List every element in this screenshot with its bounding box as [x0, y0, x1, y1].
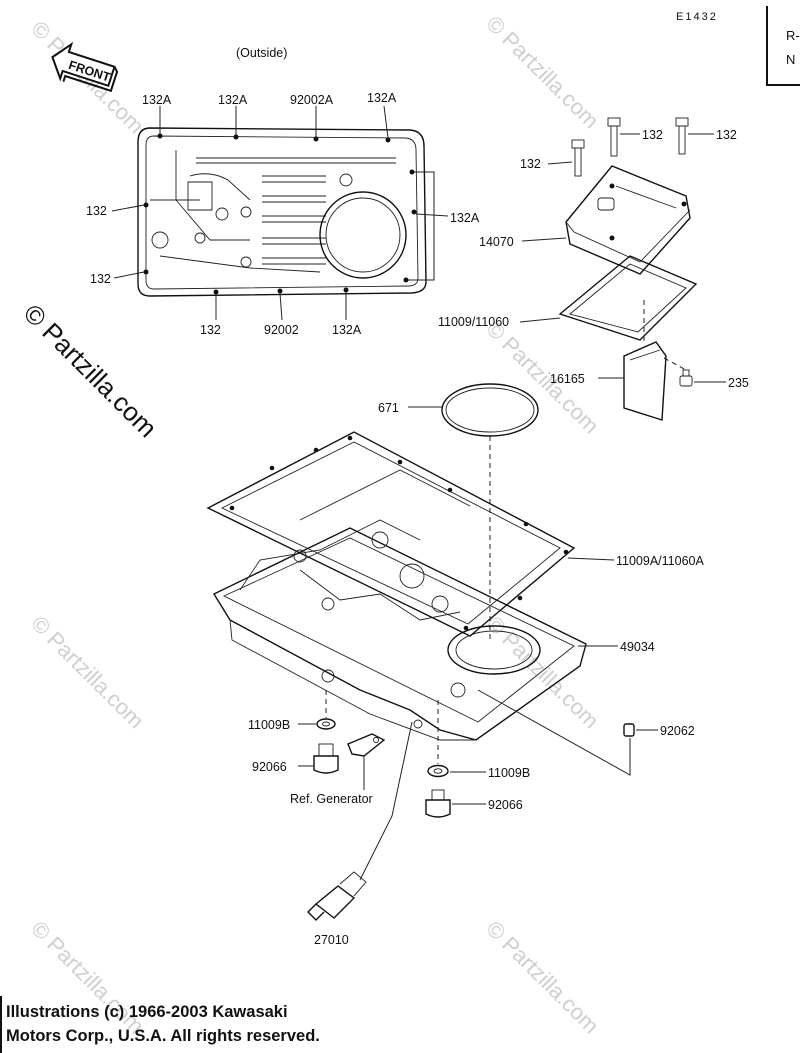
drain-plug-left	[313, 743, 339, 774]
drain-washer-left	[316, 718, 336, 730]
callout-11009-11060: 11009/11060	[438, 315, 509, 329]
ref-generator-clamp	[347, 733, 386, 757]
plug-92062	[623, 723, 635, 737]
callout-132: 132	[90, 272, 111, 286]
breather-gasket	[558, 255, 698, 341]
callout-49034: 49034	[620, 640, 655, 654]
callout-92062: 92062	[660, 724, 695, 738]
callout-132A: 132A	[450, 211, 480, 225]
diagram-code: E1432	[676, 11, 718, 23]
callout-14070: 14070	[479, 235, 514, 249]
leader-lines-upper	[111, 105, 449, 321]
callout-671: 671	[378, 401, 399, 415]
outside-label: (Outside)	[236, 46, 287, 60]
callout-132A: 132A	[367, 91, 397, 105]
breather-cover	[565, 165, 691, 275]
page-tab-line2: N	[786, 52, 796, 67]
callout-132: 132	[200, 323, 221, 337]
copyright-bar	[0, 996, 2, 1053]
callout-92002: 92002	[264, 323, 299, 337]
watermarks: © Partzilla.com © Partzilla.com © Partzi…	[18, 11, 604, 1039]
copyright-line-1: Illustrations (c) 1966-2003 Kawasaki	[6, 1003, 288, 1021]
page-tab: R- N	[766, 6, 800, 86]
oil-pan	[212, 519, 587, 741]
breather-plate	[623, 300, 667, 421]
callout-235: 235	[728, 376, 749, 390]
callout-132A: 132A	[218, 93, 248, 107]
page-tab-line1: R-	[786, 28, 800, 43]
watermark: © Partzilla.com	[481, 11, 604, 134]
oil-pressure-switch	[307, 871, 367, 921]
ref-generator-label: Ref. Generator	[290, 792, 373, 806]
drain-plug-right	[425, 789, 451, 818]
callout-92002A: 92002A	[290, 93, 334, 107]
callout-16165: 16165	[550, 372, 585, 386]
drain-washer-right	[427, 764, 449, 778]
copyright-line-2: Motors Corp., U.S.A. All rights reserved…	[6, 1027, 320, 1045]
crankcase-cover-outside	[137, 127, 427, 297]
leader-lines-breather	[547, 133, 714, 165]
watermark: © Partzilla.com	[26, 611, 149, 734]
callout-11009B: 11009B	[248, 718, 290, 732]
o-ring	[441, 383, 539, 437]
screw-235	[679, 369, 693, 387]
callout-132: 132	[520, 157, 541, 171]
copyright-notice: Illustrations (c) 1966-2003 Kawasaki Mot…	[6, 1000, 566, 1048]
watermark: © Partzilla.com	[481, 611, 604, 734]
callout-132A: 132A	[332, 323, 362, 337]
callout-11009A-11060A: 11009A/11060A	[616, 554, 704, 568]
callout-92066: 92066	[488, 798, 523, 812]
callout-132A: 132A	[142, 93, 172, 107]
callout-132: 132	[716, 128, 737, 142]
oil-pan-gasket	[206, 431, 576, 637]
callout-132: 132	[86, 204, 107, 218]
breather-cover-bolts	[571, 117, 689, 177]
watermark-main: © Partzilla.com	[18, 298, 163, 443]
watermark: © Partzilla.com	[481, 316, 604, 439]
callout-11009B: 11009B	[488, 766, 530, 780]
callout-27010: 27010	[314, 933, 349, 947]
callout-132: 132	[642, 128, 663, 142]
callout-92066: 92066	[252, 760, 287, 774]
